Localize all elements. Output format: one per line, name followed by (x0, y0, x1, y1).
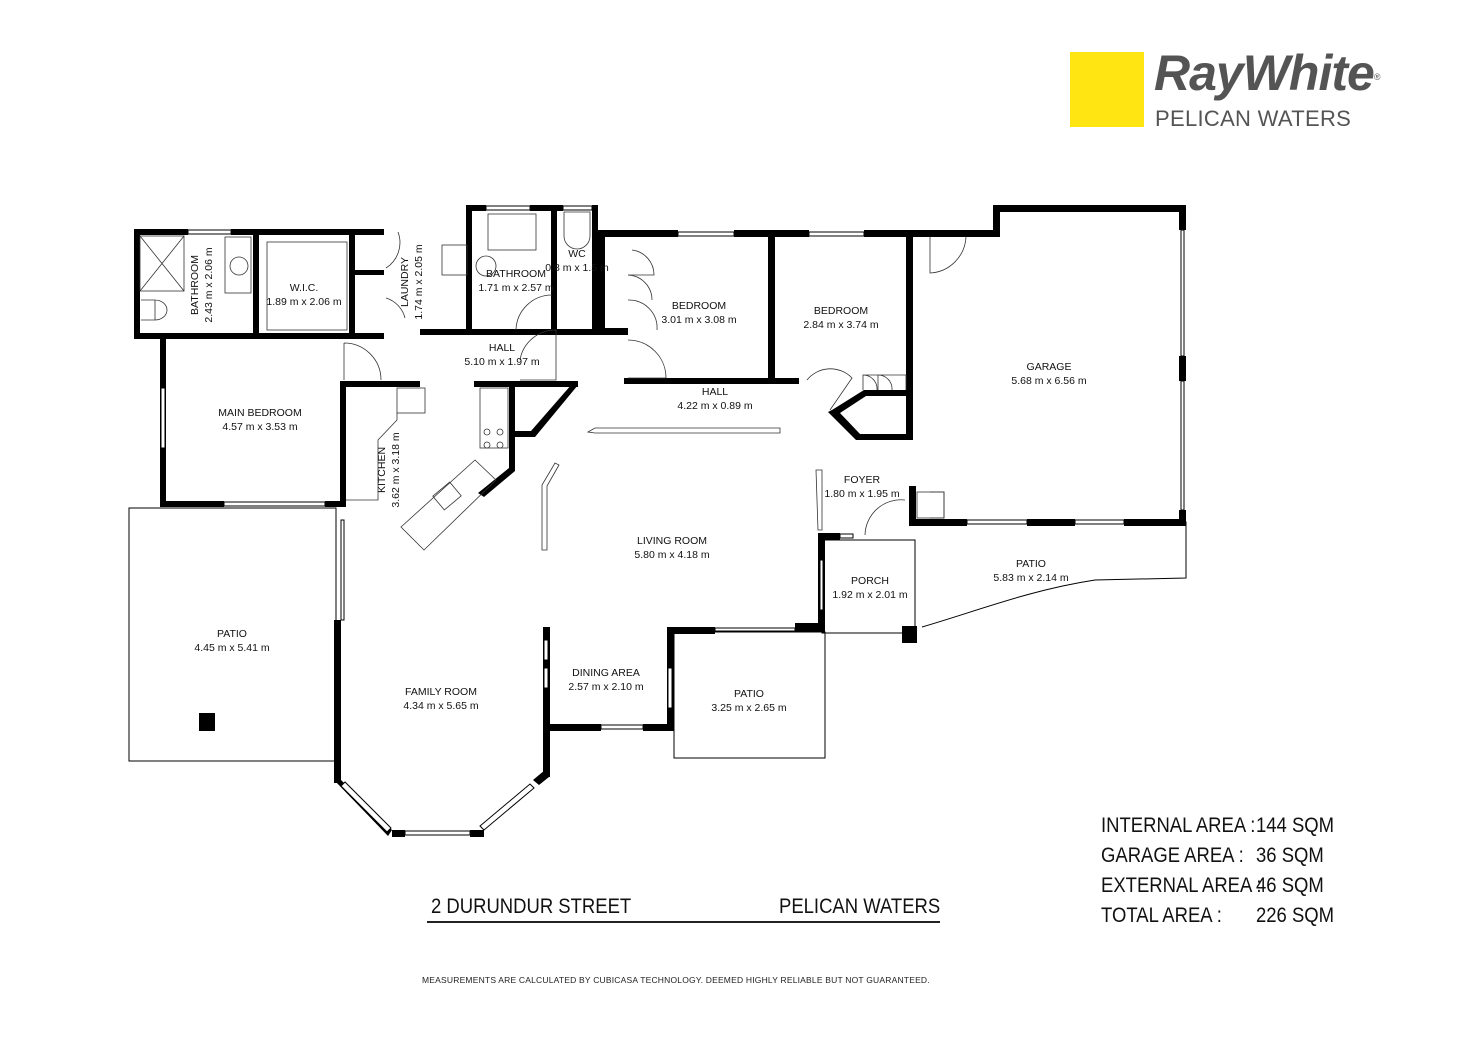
fixtures (139, 211, 945, 551)
logo-yellow-square (1070, 52, 1144, 127)
address-underline (427, 921, 940, 923)
windows (160, 205, 1185, 836)
brand-name: RayWhite (1154, 45, 1375, 101)
registered-mark: ® (1373, 71, 1381, 82)
disclaimer: MEASUREMENTS ARE CALCULATED BY CUBICASA … (422, 975, 930, 985)
address-suburb: PELICAN WATERS (779, 895, 941, 918)
cooktop-icon (483, 428, 504, 449)
room-label-wic: W.I.C.1.89 m x 2.06 m (266, 282, 342, 308)
brand-office: PELICAN WATERS (1155, 106, 1352, 131)
address-street: 2 DURUNDUR STREET (431, 895, 632, 918)
